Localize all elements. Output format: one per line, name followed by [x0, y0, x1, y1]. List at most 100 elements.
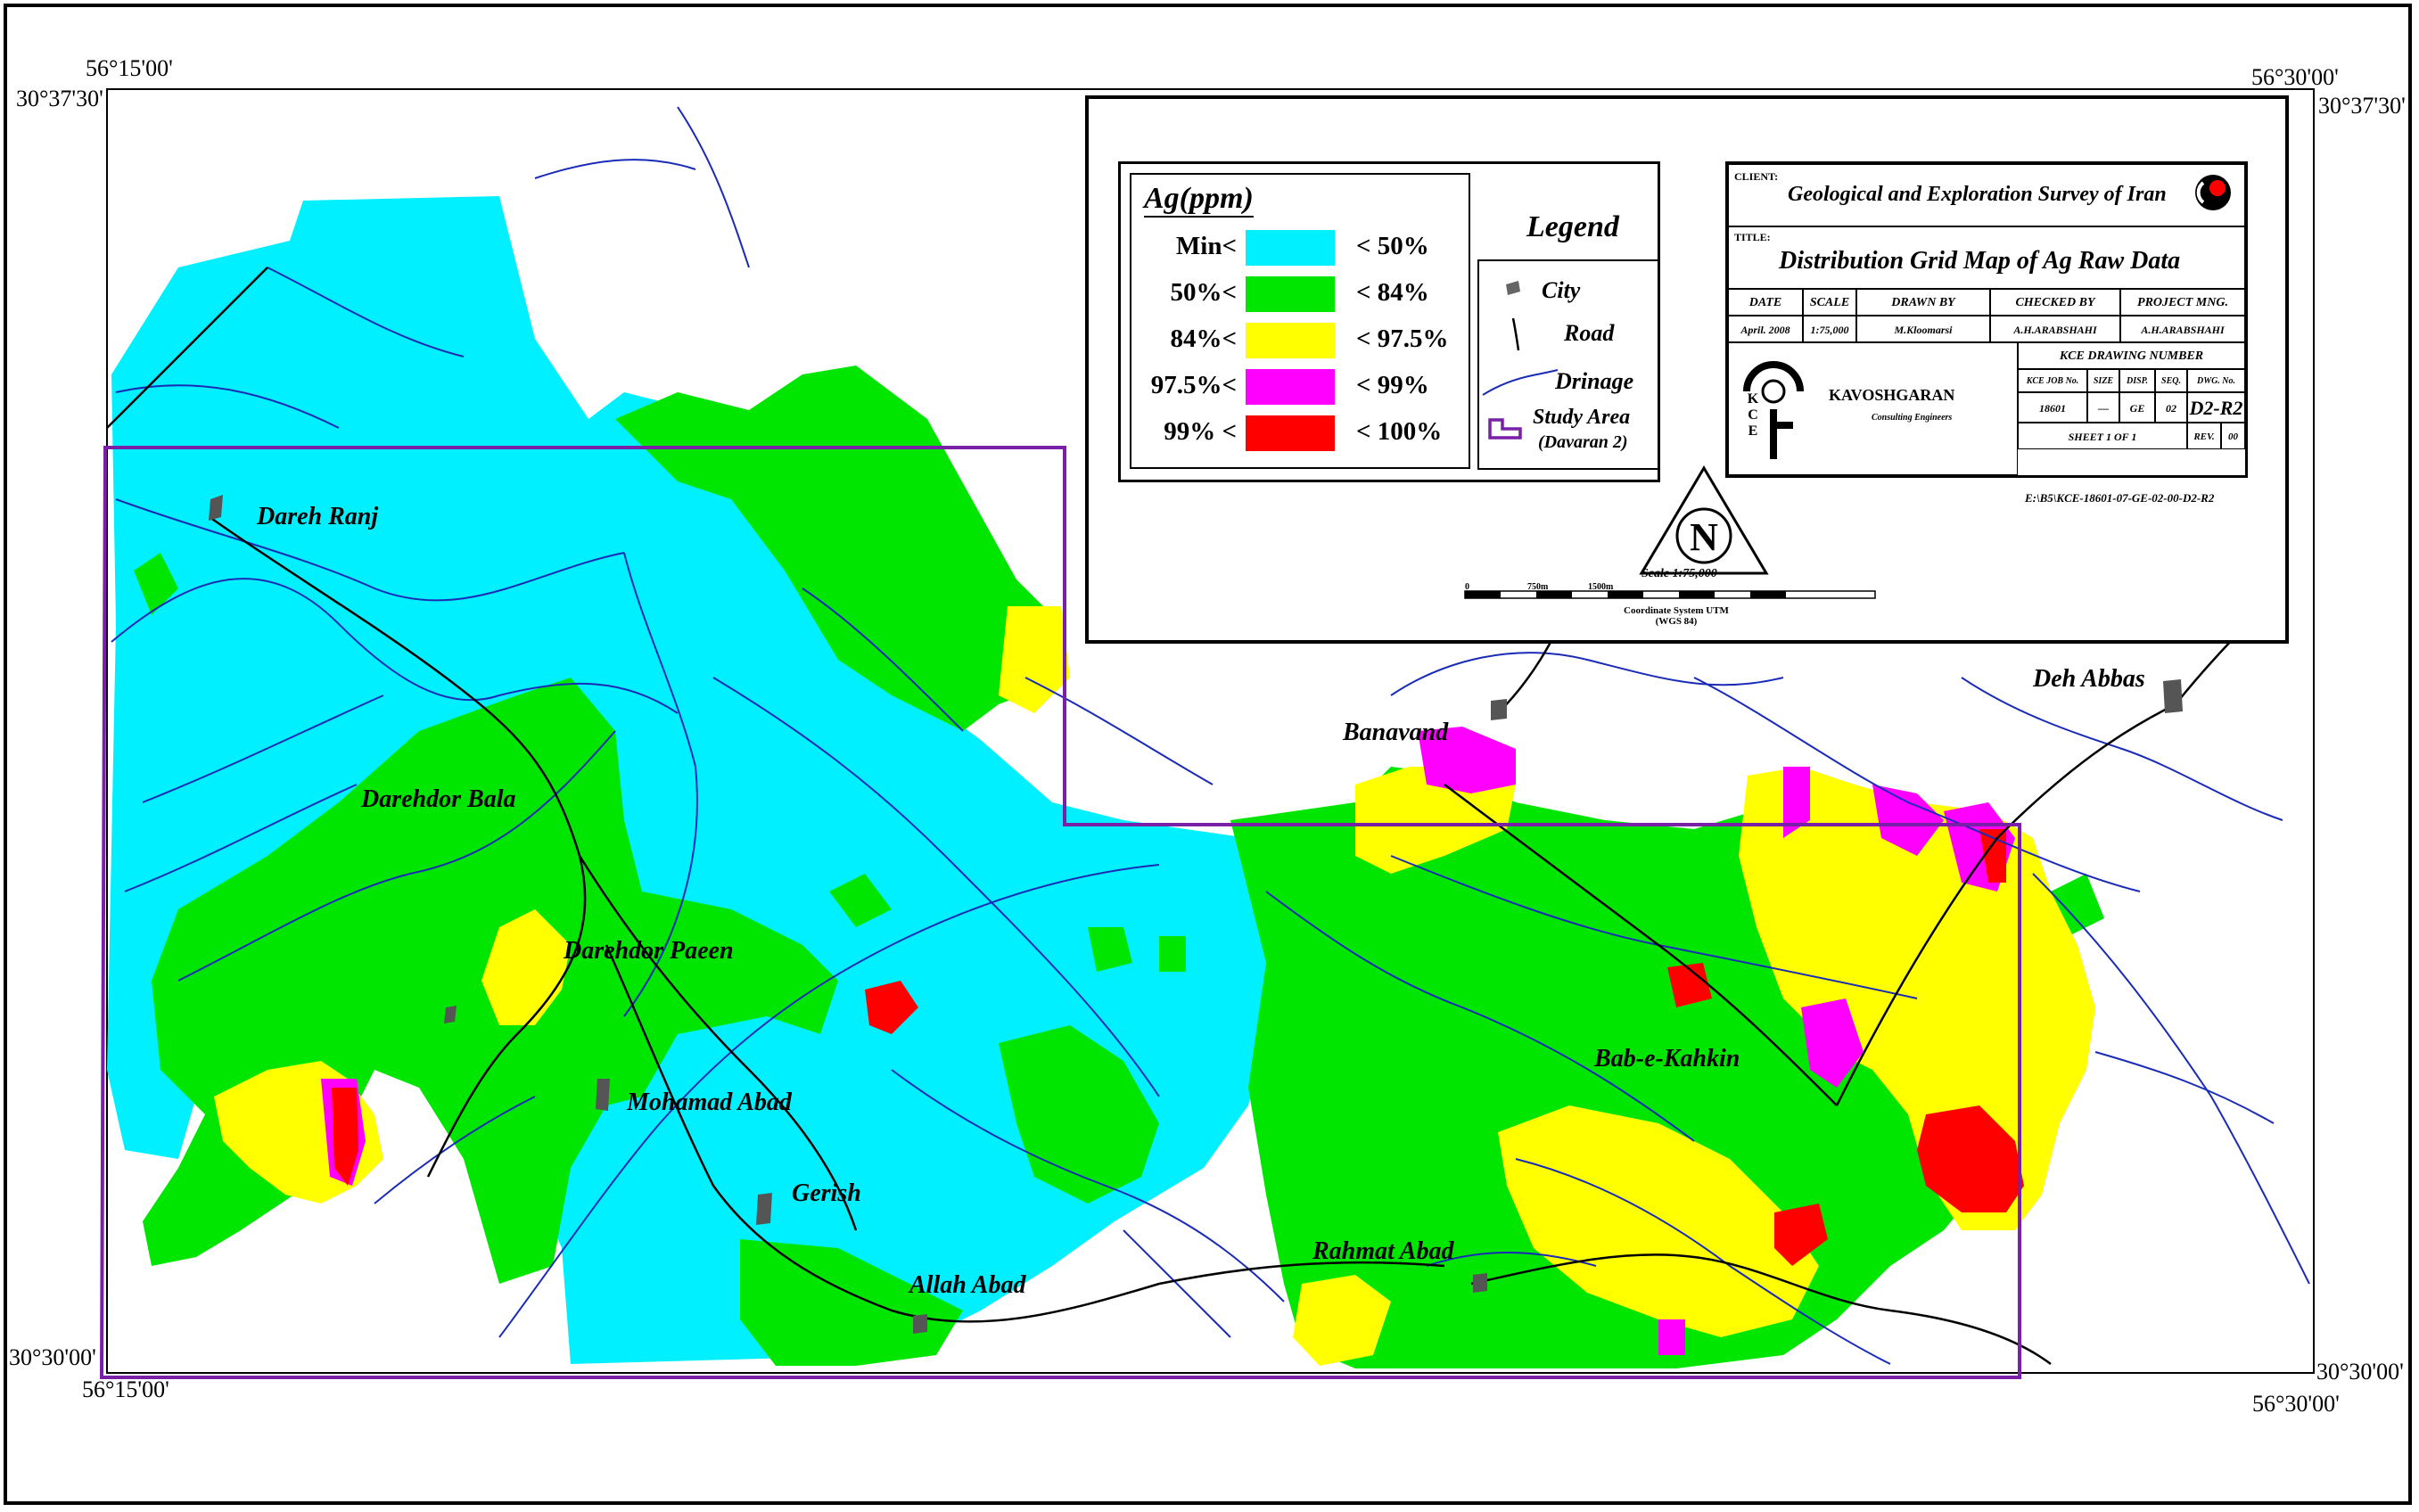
title-block: CLIENT: Geological and Exploration Surve… — [1725, 161, 2248, 478]
town-label-allah-abad: Allah Abad — [908, 1271, 1026, 1299]
dn-header-dwg: DWG. No. — [2187, 369, 2245, 392]
company-cell: KCE KAVOSHGARAN Consulting Engineers — [1728, 342, 2018, 475]
legend-row-city: City — [1479, 274, 1658, 313]
ag-row-max: < 50% — [1356, 232, 1429, 260]
legend-city-label: City — [1542, 277, 1581, 303]
title-label: TITLE: — [1734, 231, 1771, 243]
city-marker-allah-abad — [913, 1314, 927, 1334]
client-label: CLIENT: — [1734, 170, 1779, 183]
city-marker-mohamad-abad — [596, 1079, 610, 1111]
ag-legend-box: Ag(ppm) Min< < 50% 50%< < 84% 84%< < 97.… — [1118, 161, 1660, 482]
ag-legend-row: 50%< < 84% — [1131, 276, 1470, 312]
header-project-mng: PROJECT MNG. — [2120, 289, 2245, 316]
map-frame — [4, 4, 2412, 1505]
dn-value-job: 18601 — [2018, 392, 2087, 423]
coord-system: Coordinate System UTM (WGS 84) — [1624, 605, 1729, 627]
legend-study-area-label: Study Area — [1533, 406, 1631, 429]
coord-top-right-lon: 56°30'00' — [2251, 64, 2339, 90]
zone-red-left — [332, 1088, 358, 1186]
zone-green-north — [615, 366, 1070, 731]
study-area-boundary — [99, 446, 2021, 1379]
town-label-bab-e-kahkin: Bab-e-Kahkin — [1593, 1045, 1740, 1072]
zone-yellow-paeen — [481, 909, 571, 1025]
ag-row-min: 50%< — [1170, 278, 1237, 307]
coord-system-datum: (WGS 84) — [1655, 616, 1698, 627]
header-date: DATE — [1728, 289, 1803, 316]
value-date: April. 2008 — [1728, 316, 1803, 342]
rev-value: 00 — [2221, 423, 2245, 449]
legend-road-label: Road — [1564, 320, 1615, 346]
drawing-number-label: KCE DRAWING NUMBER — [2018, 342, 2245, 369]
city-marker-dareh-ranj — [209, 495, 223, 521]
north-arrow-icon: N — [1639, 465, 1769, 575]
ag-swatch-green — [1246, 276, 1335, 312]
zone-green-south — [740, 1239, 963, 1366]
company-name: KAVOSHGARAN — [1829, 386, 1955, 404]
city-icon — [1506, 281, 1520, 295]
ag-swatch-magenta — [1246, 369, 1335, 405]
drawing-path: E:\B5\KCE-18601-07-GE-02-00-D2-R2 — [2025, 491, 2215, 505]
dn-value-seq: 02 — [2155, 392, 2187, 423]
dn-value-disp: GE — [2119, 392, 2155, 423]
ag-legend-row: Min< < 50% — [1131, 230, 1470, 266]
company-sub: Consulting Engineers — [1872, 413, 1953, 423]
header-drawn-by: DRAWN BY — [1856, 289, 1990, 316]
ag-legend-row: 97.5%< < 99% — [1131, 369, 1470, 405]
map-title: Distribution Grid Map of Ag Raw Data — [1779, 247, 2181, 275]
legend-panel: Ag(ppm) Min< < 50% 50%< < 84% 84%< < 97.… — [1085, 95, 2289, 644]
town-label-deh-abbas: Deh Abbas — [2032, 665, 2145, 693]
coord-bottom-right-lat: 30°30'00' — [2316, 1359, 2404, 1385]
zone-magenta-east1 — [1783, 767, 2015, 892]
ag-row-min: 84%< — [1170, 325, 1237, 353]
title-cell: TITLE: Distribution Grid Map of Ag Raw D… — [1728, 226, 2245, 289]
zone-magenta-east2 — [1801, 998, 1864, 1088]
town-label-darehdor-paeen: Darehdor Paeen — [563, 937, 734, 965]
header-checked-by: CHECKED BY — [1990, 289, 2120, 316]
ag-row-max: < 100% — [1356, 417, 1443, 446]
legend-title: Legend — [1526, 210, 1619, 243]
value-scale: 1:75,000 — [1803, 316, 1856, 342]
ag-row-min: 99% < — [1164, 417, 1237, 446]
dn-header-size: SIZE — [2087, 369, 2119, 392]
coord-system-label: Coordinate System UTM — [1624, 605, 1729, 616]
ag-row-max: < 84% — [1356, 278, 1429, 307]
coord-top-left-lon: 56°15'00' — [86, 55, 173, 81]
ag-swatch-yellow — [1246, 323, 1335, 358]
header-scale: SCALE — [1803, 289, 1856, 316]
client-name: Geological and Exploration Survey of Ira… — [1788, 183, 2167, 206]
rev-label: REV. — [2187, 423, 2221, 449]
coord-top-right-lat: 30°37'30' — [2318, 93, 2406, 119]
ag-legend-row: 99% < < 100% — [1131, 415, 1470, 451]
legend-symbols-box: City Road Drinage Study Area (Davaran 2) — [1477, 259, 1660, 470]
ag-swatch-red — [1246, 415, 1335, 451]
zone-yellow-north — [999, 606, 1070, 713]
drainage-network — [111, 106, 2310, 1365]
ag-legend-title: Ag(ppm) — [1144, 182, 1254, 218]
value-checked-by: A.H.ARABSHAHI — [1990, 316, 2120, 342]
town-label-banavand: Banavand — [1342, 719, 1449, 746]
ag-legend-inner: Ag(ppm) Min< < 50% 50%< < 84% 84%< < 97.… — [1130, 173, 1470, 469]
gsi-logo-icon — [2195, 175, 2231, 210]
dn-header-job: KCE JOB No. — [2018, 369, 2087, 392]
zone-red-center — [865, 981, 918, 1034]
sheet-info: SHEET 1 OF 1 — [2018, 423, 2187, 449]
city-marker-rahmat-abad — [1473, 1273, 1487, 1293]
coord-bottom-left-lat: 30°30'00' — [9, 1344, 96, 1370]
road-icon — [1511, 317, 1520, 351]
value-drawn-by: M.Kloomarsi — [1856, 316, 1990, 342]
scale-tick-1500: 1500m — [1588, 582, 1614, 592]
map-neatline — [106, 88, 2315, 1374]
ag-row-max: < 99% — [1356, 371, 1429, 399]
company-letters: KCE — [1747, 391, 1759, 439]
city-markers — [209, 495, 2183, 1334]
kce-logo-icon — [1743, 361, 1804, 459]
legend-row-drainage: Drinage — [1479, 359, 1658, 399]
zone-cyan — [107, 196, 1284, 1364]
drainage-icon — [1482, 369, 1559, 396]
zone-yellow-south — [1498, 1105, 1819, 1337]
legend-row-road: Road — [1479, 315, 1658, 354]
scale-text: Scale 1:75,000 — [1641, 567, 1717, 580]
legend-row-study-area: Study Area (Davaran 2) — [1479, 406, 1658, 463]
dn-value-size: — — [2087, 392, 2119, 423]
scale-bar: 0 750m 1500m — [1464, 582, 1876, 599]
